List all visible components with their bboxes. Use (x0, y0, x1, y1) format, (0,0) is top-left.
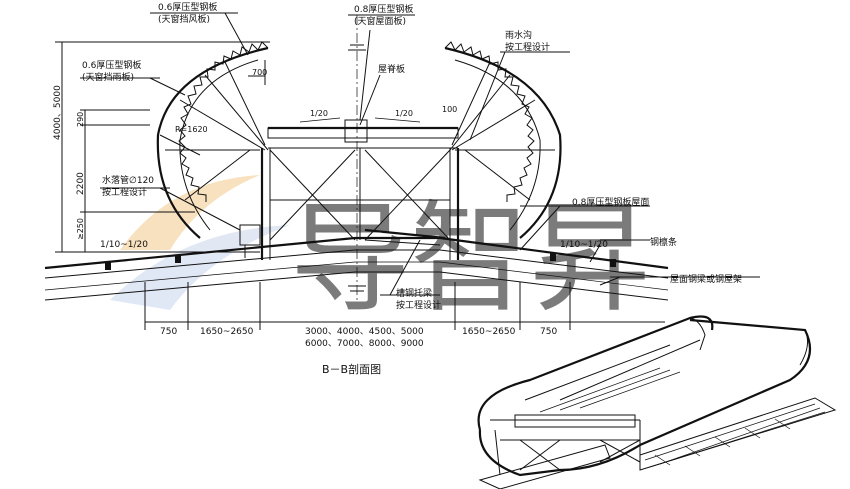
label-ridge-plate: 屋脊板 (378, 63, 405, 75)
label-slope-right: 1/10~1/20 (560, 240, 608, 250)
label-slope-top-left: 1/20 (310, 109, 328, 118)
purlin-marks (105, 253, 616, 270)
label-roof-beam: 屋面钢梁或钢屋架 (670, 273, 742, 285)
callout-labels: 0.6厚压型钢板 (天窗挡风板) 0.6厚压型钢板 (天窗挡雨板) 0.8厚压型… (82, 1, 742, 376)
watermark: 导智昇 (110, 175, 650, 329)
label-radius: R=1620 (175, 125, 208, 134)
left-vent-arc (156, 41, 269, 239)
drain-pipe (239, 224, 261, 246)
section-title: B－B剖面图 (322, 362, 381, 376)
hdim-1650-left: 1650~2650 (200, 327, 254, 337)
label-gutter: 雨水沟 (505, 29, 532, 41)
hdim-750-left: 750 (160, 327, 177, 337)
label-top-left-sheet: 0.6厚压型钢板 (158, 1, 217, 13)
hdim-mid-2: 6000、7000、8000、9000 (305, 339, 424, 349)
label-left-sheet: 0.6厚压型钢板 (82, 59, 141, 71)
label-slope-top-right: 1/20 (395, 109, 413, 118)
label-slope-left: 1/10~1/20 (100, 240, 148, 250)
label-channel-bracket-sub: 按工程设计 (396, 299, 441, 311)
label-purlin: 钢檩条 (650, 236, 677, 248)
label-dim-700: 700 (252, 68, 267, 77)
vent-frame (260, 148, 460, 260)
label-drain-pipe-sub: 按工程设计 (102, 186, 147, 198)
label-top-left-sheet-sub: (天窗挡风板) (158, 13, 210, 25)
horizontal-dimensions: 750 1650~2650 3000、4000、4500、5000 6000、7… (144, 282, 665, 349)
hdim-mid-1: 3000、4000、4500、5000 (305, 327, 424, 337)
vdim-290: 290 (76, 112, 85, 127)
vdim-2200: 2200 (76, 172, 86, 195)
hdim-1650-right: 1650~2650 (462, 327, 516, 337)
leader-lines (80, 12, 760, 296)
centerline (348, 15, 366, 300)
right-vent-arc (444, 41, 562, 239)
vertical-dimensions: 4000、5000 290 2200 ≥250 (53, 41, 270, 253)
label-channel-bracket: 槽钢托梁 (396, 287, 432, 299)
label-top-mid-sheet: 0.8厚压型钢板 (354, 3, 413, 15)
vdim-total: 4000、5000 (53, 85, 63, 140)
watermark-text: 导智昇 (290, 190, 650, 329)
hdim-750-right: 750 (540, 327, 557, 337)
label-gutter-sub: 按工程设计 (505, 41, 550, 53)
top-roof-panel (267, 117, 459, 149)
vdim-250: ≥250 (76, 218, 85, 240)
label-roof-sheet: 0.8厚压型钢板屋面 (572, 196, 649, 208)
label-drain-pipe: 水落管∅120 (102, 174, 154, 186)
label-dim-100: 100 (442, 105, 457, 114)
label-left-sheet-sub: (天窗挡雨板) (82, 71, 134, 83)
label-top-mid-sheet-sub: (天窗屋面板) (354, 15, 406, 27)
isometric-view (477, 315, 837, 489)
